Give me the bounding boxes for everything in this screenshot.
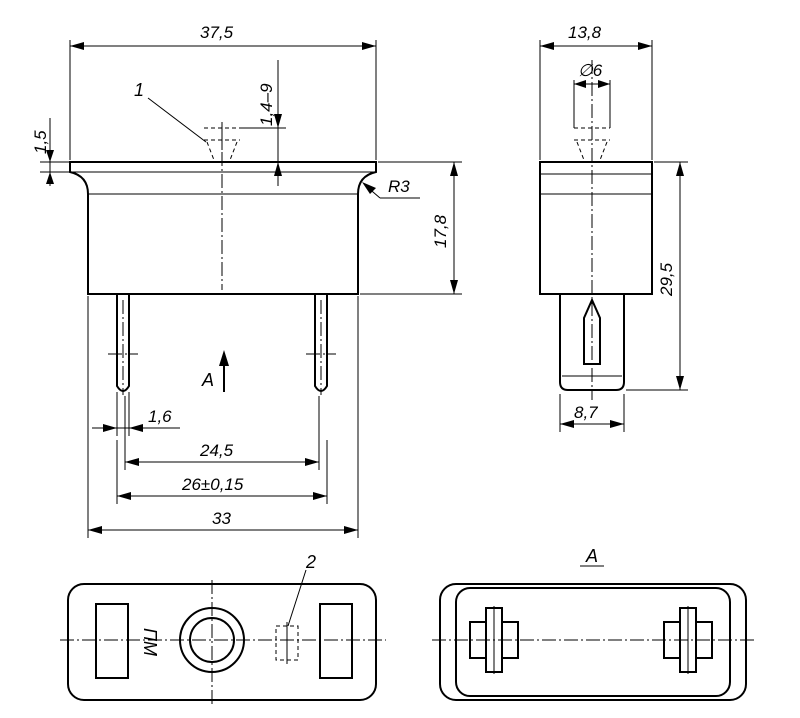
dim-total-height: 29,5 [657, 262, 676, 297]
dim-base-width: 33 [212, 509, 231, 528]
dim-pin-thickness: 1,6 [148, 407, 172, 426]
side-terminal-slot [583, 297, 601, 365]
callout-1-leader [147, 97, 207, 143]
dim-fillet-radius: R3 [388, 177, 410, 196]
front-dimensions: 37,5 1,4–9 1,5 R3 17,8 1,6 24, [31, 23, 462, 538]
front-flange [69, 161, 377, 295]
view-a-arrow-label: А [201, 370, 214, 390]
top-socket-inner [189, 617, 235, 663]
marking-label: ПМ [140, 628, 160, 656]
side-body [539, 161, 653, 295]
top-outline [67, 583, 377, 701]
view-a-outline [439, 583, 747, 701]
top-right-slot [319, 603, 353, 679]
view-a-inner-outline [455, 587, 731, 697]
right-pin-centerline [306, 300, 336, 395]
callout-2-label: 2 [305, 552, 316, 572]
dim-pin-inner: 24,5 [199, 441, 234, 460]
callout-1-label: 1 [134, 80, 144, 100]
side-dimensions: 13,8 ∅6 29,5 8,7 [539, 23, 688, 432]
view-a-left-terminal [469, 606, 519, 674]
dim-projection: 1,4–9 [257, 83, 276, 126]
left-pin-centerline [108, 300, 138, 395]
dim-body-width: 37,5 [200, 23, 234, 42]
callout-2-leader [287, 569, 307, 627]
view-a-title: А [585, 546, 598, 566]
top-left-slot [95, 603, 129, 679]
front-view: А 1 [69, 80, 377, 395]
dim-body-height: 17,8 [431, 214, 450, 248]
side-view [539, 60, 653, 400]
dim-flange-thickness: 1,5 [31, 130, 50, 154]
view-a-right-terminal [663, 606, 713, 674]
dim-side-width: 13,8 [568, 23, 602, 42]
view-a-arrowhead [219, 350, 229, 366]
dim-terminal-width: 8,7 [574, 403, 598, 422]
view-a: А [432, 546, 756, 701]
dim-hole-diameter: ∅6 [578, 61, 603, 80]
side-socket-hidden [574, 127, 610, 161]
top-view: ПМ 2 [60, 552, 386, 706]
dim-pin-pitch: 26±0,15 [181, 475, 244, 494]
